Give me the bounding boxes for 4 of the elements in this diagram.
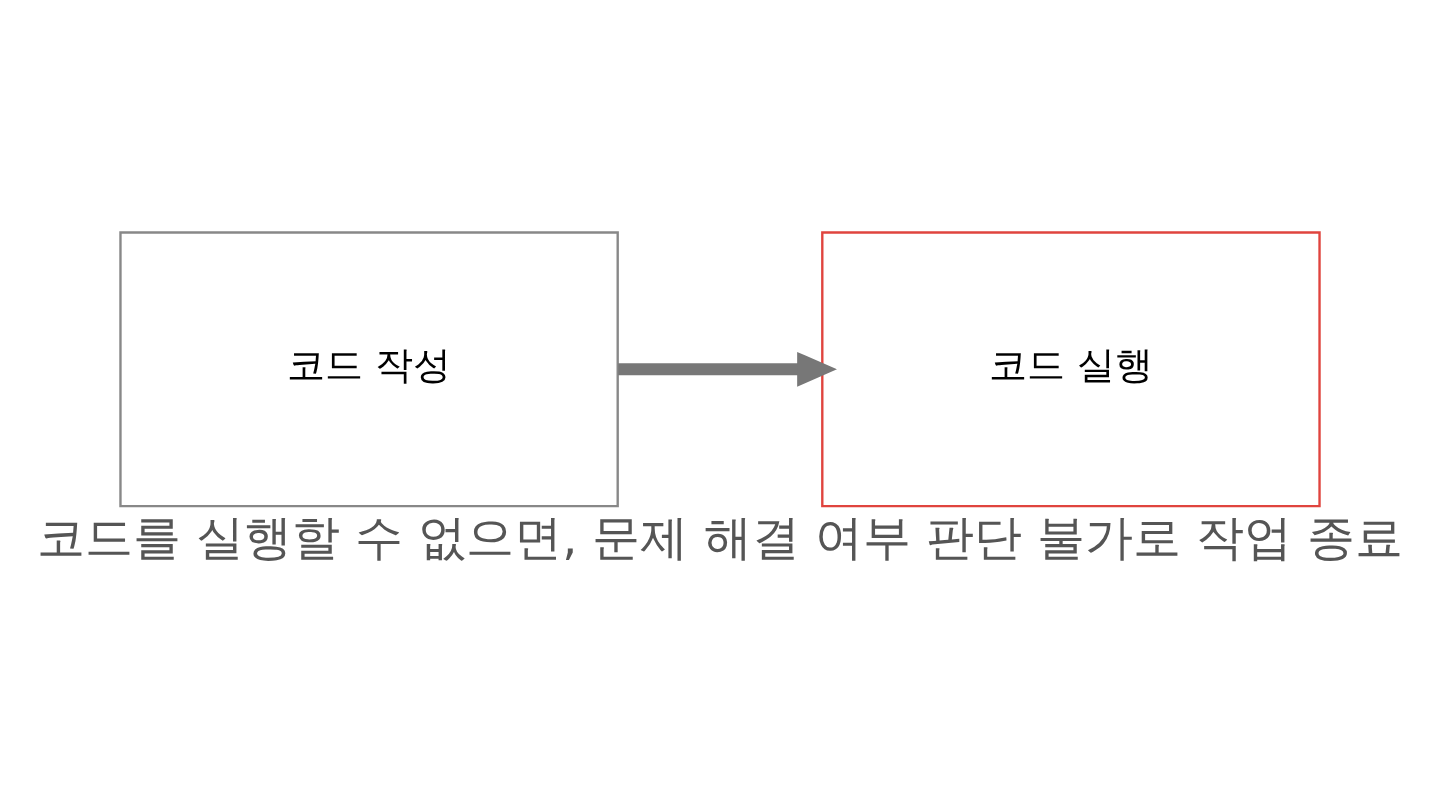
caption: 코드를 실행할 수 없으면, 문제 해결 여부 판단 불가로 작업 종료: [36, 509, 1404, 565]
node-box: 코드 작성: [119, 231, 619, 508]
arrow: [618, 351, 837, 387]
node-box: 코드 실행: [821, 231, 1321, 508]
